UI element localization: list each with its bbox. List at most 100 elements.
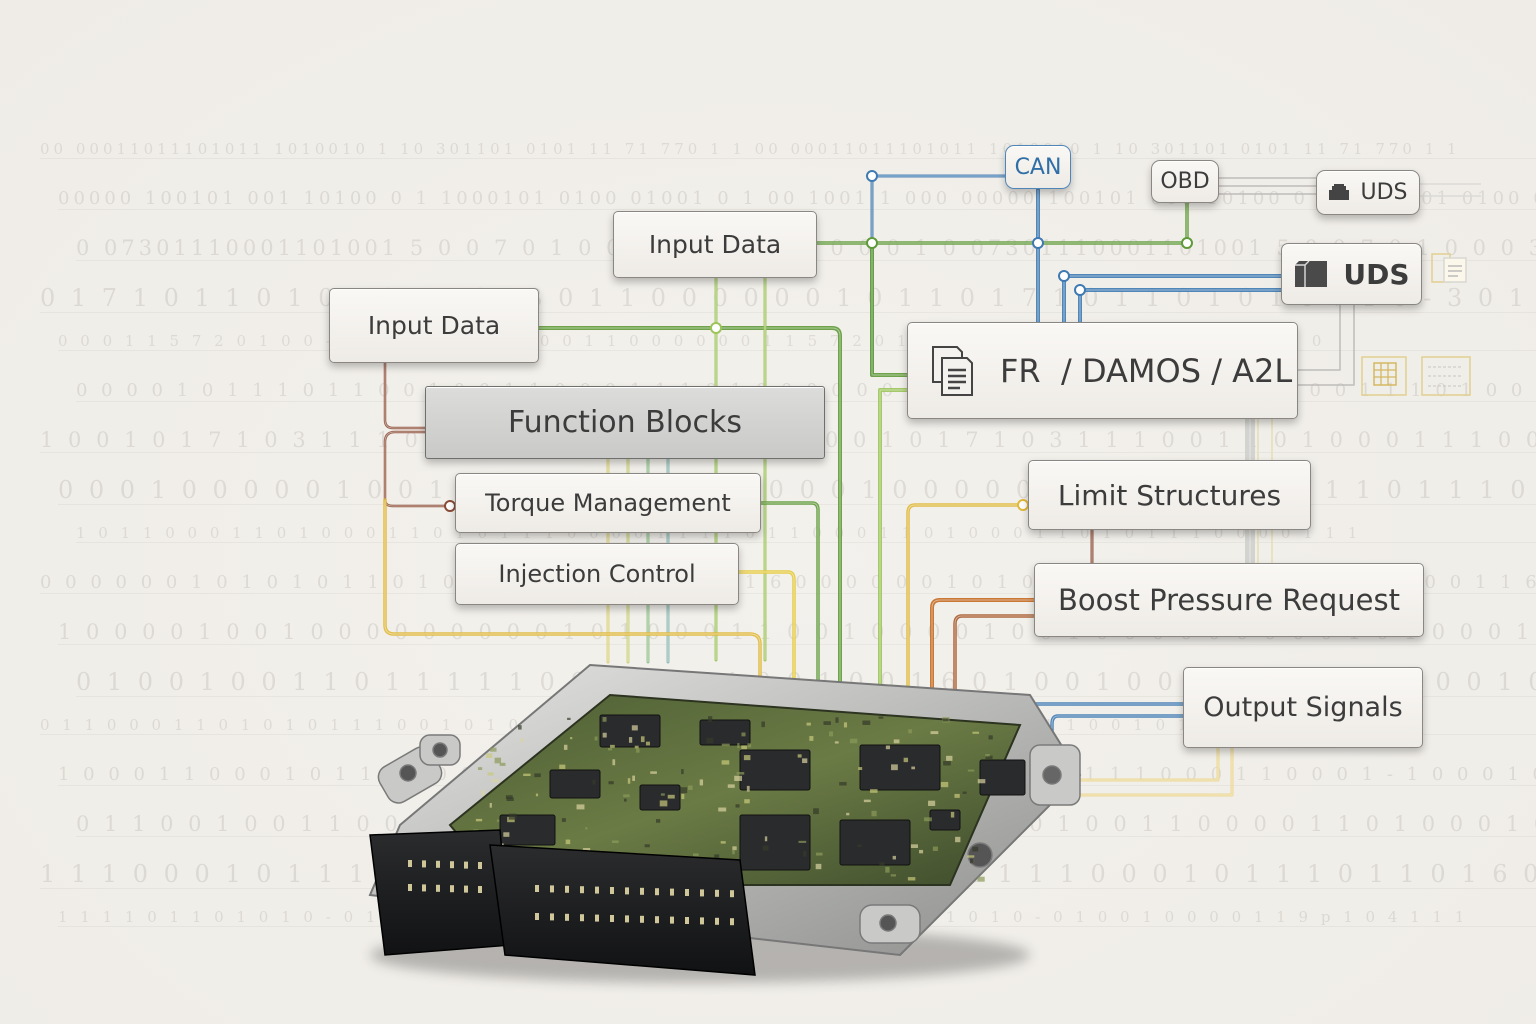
- pcb-trace: [632, 725, 638, 730]
- pcb-trace: [761, 721, 765, 727]
- input-to-fb-wire-highlight: [385, 363, 425, 428]
- pcb-trace: [722, 760, 730, 764]
- pcb-trace: [536, 794, 538, 797]
- pcb-trace: [846, 813, 849, 815]
- boost-pressure-request-node[interactable]: Boost Pressure Request: [1034, 563, 1424, 637]
- pcb-trace: [747, 743, 751, 747]
- torque-management-node[interactable]: Torque Management: [455, 473, 761, 533]
- pcb-trace: [924, 817, 932, 821]
- pcb-trace: [623, 794, 630, 797]
- pcb-trace: [894, 739, 900, 743]
- uds-to-fr-wire-1-highlight: [1064, 276, 1281, 322]
- uds-junction-2: [1075, 285, 1085, 295]
- chip: [980, 760, 1025, 795]
- pcb-trace: [490, 748, 496, 752]
- boost-pressure-request-label: Boost Pressure Request: [1058, 583, 1400, 617]
- pcb-trace: [878, 716, 883, 718]
- pcb-trace: [835, 717, 838, 722]
- can-node[interactable]: CAN: [1005, 145, 1071, 189]
- mini-document-icon: [1430, 252, 1470, 286]
- pcb-trace: [603, 717, 607, 722]
- torque-junction: [445, 501, 455, 511]
- input-to-fb-wire: [385, 363, 425, 428]
- ecu-illustration: [340, 655, 1100, 995]
- pcb-trace: [521, 738, 524, 742]
- pcb-trace: [946, 756, 952, 761]
- uds-junction-1: [1059, 271, 1069, 281]
- pcb-trace: [635, 746, 639, 749]
- uds-small-label: UDS: [1360, 180, 1407, 205]
- connector-pin: [730, 918, 734, 925]
- pcb-trace: [509, 814, 517, 820]
- pcb-trace: [732, 846, 736, 850]
- connector-pin: [408, 884, 412, 891]
- function-blocks-label: Function Blocks: [508, 405, 742, 440]
- connector-pin: [436, 885, 440, 892]
- connector-pin: [700, 917, 704, 924]
- pcb-trace: [478, 767, 482, 770]
- function-blocks-node[interactable]: Function Blocks: [425, 386, 825, 459]
- pcb-trace: [486, 753, 492, 758]
- limit-structures-label: Limit Structures: [1058, 479, 1281, 512]
- pcb-trace: [645, 844, 650, 847]
- uds-large-node[interactable]: UDS: [1281, 243, 1422, 305]
- input-data-top-node[interactable]: Input Data: [613, 211, 817, 278]
- pcb-trace: [850, 739, 857, 744]
- pcb-trace: [490, 803, 492, 808]
- injection-control-node[interactable]: Injection Control: [455, 543, 739, 605]
- pcb-trace: [844, 722, 847, 727]
- pcb-trace: [885, 867, 889, 873]
- input-data-top-label: Input Data: [649, 230, 781, 259]
- pcb-trace: [650, 771, 657, 773]
- pcb-trace: [722, 744, 730, 746]
- connector-pin: [595, 915, 599, 922]
- pcb-trace: [968, 770, 974, 772]
- pcb-trace: [963, 792, 967, 794]
- pcb-trace: [799, 841, 807, 843]
- uds-to-fr-gray-wire-2: [1298, 305, 1354, 385]
- connector-pin: [408, 860, 412, 867]
- connector-pin: [655, 916, 659, 923]
- fr-damos-a2l-node[interactable]: FR / DAMOS / A2L: [907, 322, 1298, 419]
- uds-to-fr-gray-wire-1: [1298, 305, 1340, 370]
- pcb-trace: [728, 784, 735, 787]
- can-label: CAN: [1015, 155, 1062, 180]
- connector-pin: [670, 889, 674, 896]
- pcb-trace: [864, 800, 871, 802]
- pcb-trace: [857, 844, 861, 847]
- pcb-trace: [610, 745, 615, 748]
- pcb-trace: [629, 737, 632, 743]
- output-signals-label: Output Signals: [1203, 692, 1402, 723]
- pcb-trace: [476, 819, 482, 821]
- pcb-trace: [564, 745, 567, 750]
- pcb-trace: [967, 855, 974, 857]
- pcb-trace: [700, 779, 703, 785]
- connector-pin: [595, 887, 599, 894]
- pcb-trace: [559, 765, 565, 769]
- obd-junction: [1182, 238, 1192, 248]
- limit-structures-node[interactable]: Limit Structures: [1028, 460, 1311, 530]
- torque-management-label: Torque Management: [485, 489, 731, 517]
- pcb-trace: [732, 850, 734, 854]
- pcb-trace: [681, 769, 684, 774]
- output-signals-node[interactable]: Output Signals: [1183, 667, 1423, 748]
- connector-pin: [685, 917, 689, 924]
- uds-to-fr-wire-1: [1064, 276, 1281, 322]
- connector-pin: [685, 889, 689, 896]
- pcb-trace: [911, 844, 918, 848]
- uds-to-fr-gray-wire-2-highlight: [1298, 305, 1354, 385]
- connector-pin: [478, 886, 482, 893]
- uds-small-node[interactable]: UDS: [1316, 170, 1420, 215]
- pcb-trace: [481, 790, 484, 796]
- pcb-trace: [612, 759, 615, 765]
- pcb-trace: [636, 749, 639, 753]
- pcb-trace: [612, 840, 619, 843]
- input-data-left-node[interactable]: Input Data: [329, 288, 539, 363]
- obd-node[interactable]: OBD: [1151, 160, 1219, 203]
- connector-pin: [640, 888, 644, 895]
- pcb-trace: [632, 776, 635, 781]
- pcb-trace: [835, 741, 839, 743]
- injection-control-label: Injection Control: [498, 560, 695, 588]
- pcb-trace: [624, 799, 627, 802]
- pcb-trace: [506, 797, 513, 801]
